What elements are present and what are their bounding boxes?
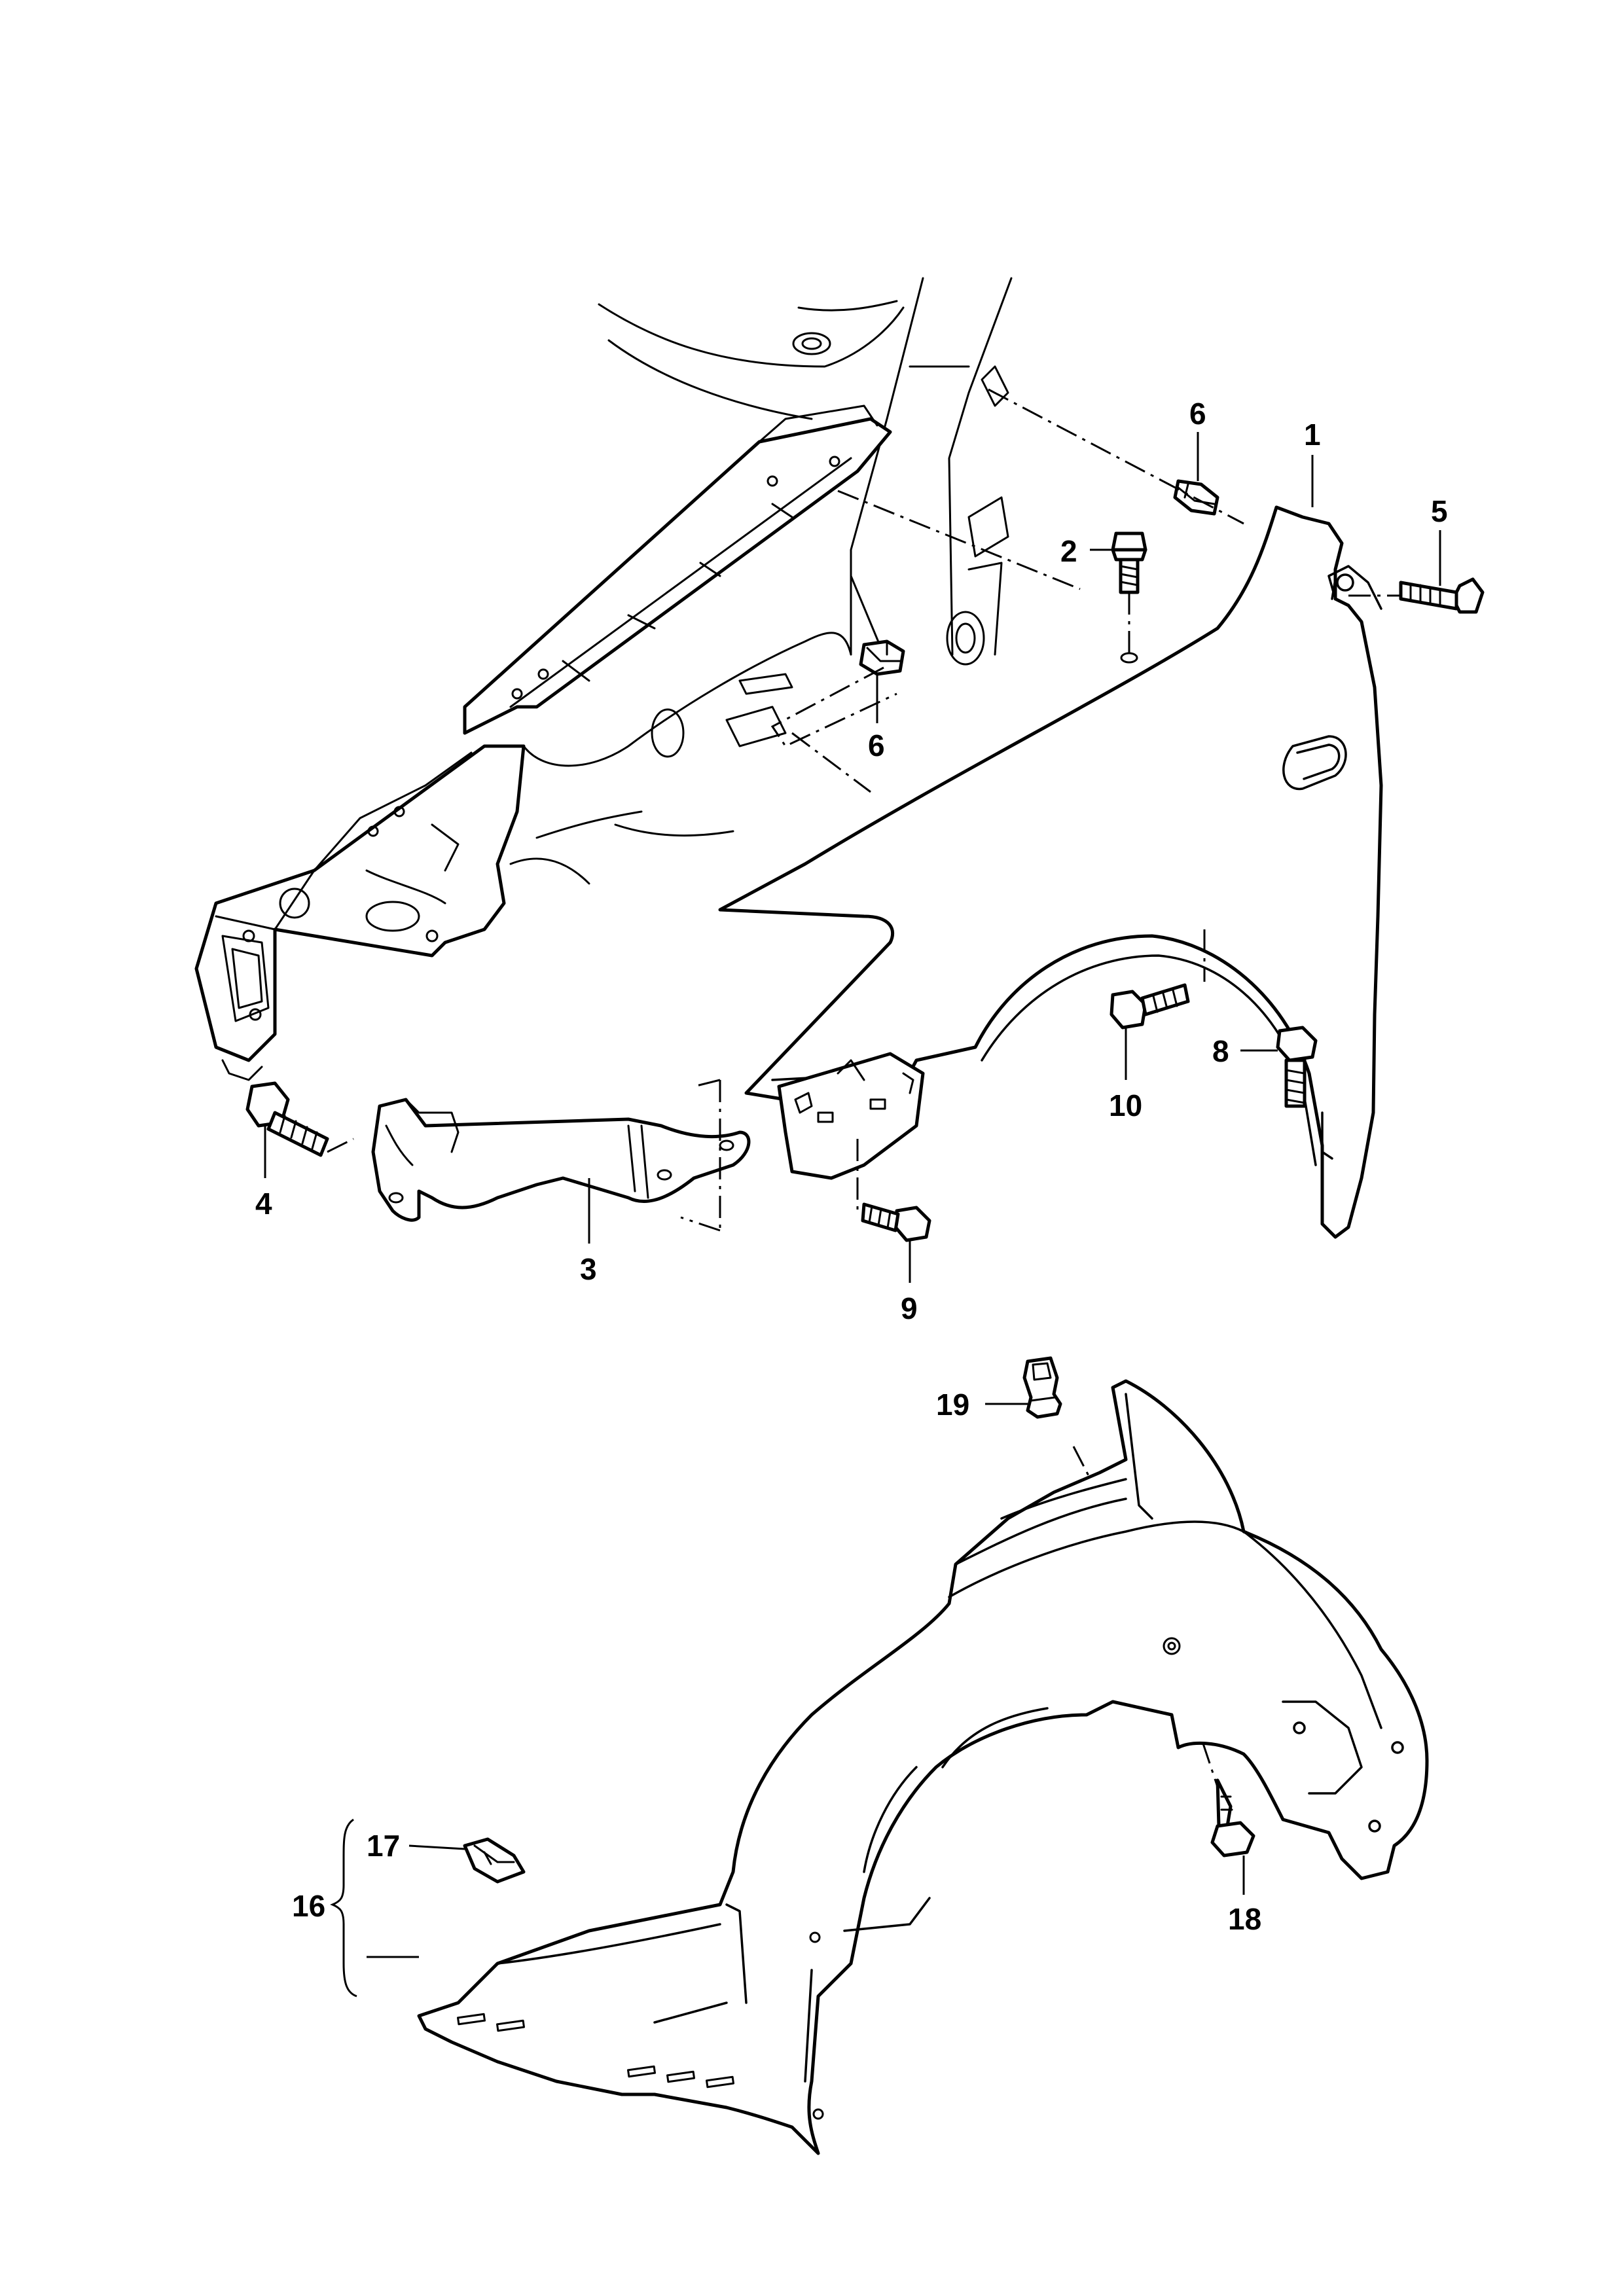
leader-lines <box>264 432 1441 1998</box>
screw-18 <box>1210 1778 1255 1857</box>
clip-6-top <box>1173 479 1219 516</box>
bolt-9 <box>861 1202 931 1242</box>
callout-4: 4 <box>255 1187 272 1221</box>
callout-9: 9 <box>901 1291 918 1325</box>
callout-6-mid: 6 <box>868 728 885 762</box>
callout-10: 10 <box>1109 1088 1142 1122</box>
callout-6-top: 6 <box>1189 397 1206 431</box>
callout-5: 5 <box>1431 494 1448 528</box>
bolt-5 <box>1399 577 1485 614</box>
body-structure <box>194 277 1013 1081</box>
callout-18: 18 <box>1228 1902 1261 1936</box>
callout-8: 8 <box>1212 1034 1229 1068</box>
bolt-2 <box>1111 531 1147 594</box>
bolt-10 <box>1110 983 1190 1030</box>
nut-19 <box>1022 1356 1062 1419</box>
callout-2: 2 <box>1060 534 1077 568</box>
fender <box>718 505 1383 1239</box>
callout-labels: 1 2 3 4 5 6 6 8 9 10 16 17 18 19 <box>255 397 1448 1936</box>
bolt-4 <box>245 1081 329 1157</box>
wheelhouse-liner <box>417 1379 1429 2155</box>
clip-6-mid <box>859 639 905 676</box>
callout-3: 3 <box>580 1252 597 1286</box>
clip-17 <box>463 1837 526 1884</box>
callout-17: 17 <box>367 1829 400 1863</box>
front-bracket <box>371 1098 751 1222</box>
callout-19: 19 <box>936 1388 969 1422</box>
callout-1: 1 <box>1304 418 1321 452</box>
bolt-8 <box>1276 1026 1318 1108</box>
callout-16: 16 <box>292 1889 325 1923</box>
